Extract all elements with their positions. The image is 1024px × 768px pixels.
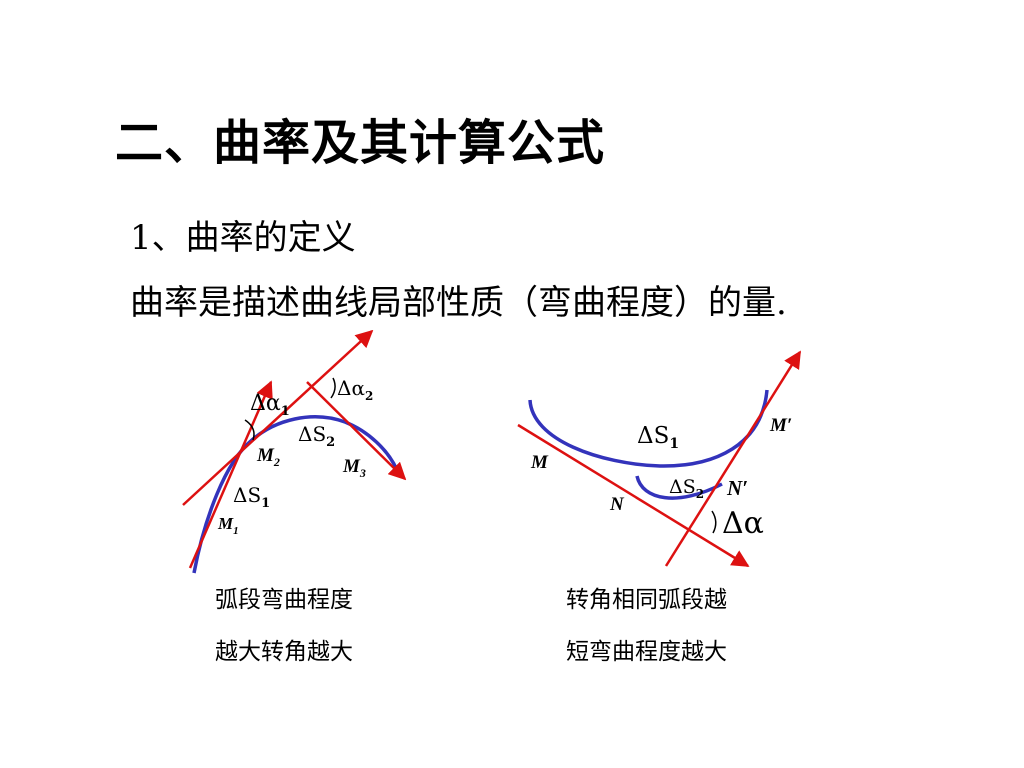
- definition-text: 曲率是描述曲线局部性质（弯曲程度）的量.: [130, 283, 787, 323]
- svg-text:ΔS1: ΔS1: [233, 483, 270, 511]
- svg-text:Δα2: Δα2: [337, 376, 373, 403]
- label-delta-s-1-sub: 1: [261, 496, 270, 511]
- left-caption-line2: 越大转角越大: [215, 639, 353, 665]
- left-caption-line1: 弧段弯曲程度: [215, 587, 353, 613]
- label-m3-sub: 3: [359, 466, 366, 480]
- left-curve: [192, 415, 399, 574]
- label-delta-alpha-1: Δα: [250, 391, 281, 416]
- right-caption-line1: 转角相同弧段越: [566, 587, 727, 613]
- tangent-line-m-n: [517, 423, 750, 568]
- label-delta-s1-sub: 1: [669, 436, 679, 452]
- label-n: N: [609, 494, 625, 515]
- label-m3: M: [342, 456, 361, 477]
- label-delta-alpha-2-sub: 2: [365, 389, 373, 403]
- svg-text:ΔS2: ΔS2: [298, 422, 335, 450]
- label-delta-s1-delta: ΔS: [637, 423, 669, 449]
- svg-text:ΔS2: ΔS2: [669, 476, 704, 501]
- angle-arc-2: [330, 377, 336, 399]
- svg-text:M3: M3: [342, 456, 366, 480]
- label-delta-s2-sub: 2: [696, 487, 704, 501]
- label-delta-alpha-2: Δα: [337, 376, 365, 400]
- label-delta-s-1-delta: ΔS: [233, 483, 261, 507]
- tangent-line-m1: [188, 380, 273, 569]
- section-subheading: 1、曲率的定义: [130, 218, 356, 258]
- tangent-line-m2: [182, 329, 374, 506]
- label-delta-s2-delta: ΔS: [669, 476, 696, 498]
- left-diagram: Δα1 Δα2 ΔS2 M2 M3 ΔS1 M1: [182, 329, 407, 574]
- label-m: M: [530, 452, 549, 473]
- right-caption-line2: 短弯曲程度越大: [566, 639, 727, 665]
- label-delta-s-2-delta: ΔS: [298, 422, 326, 446]
- page-title: 二、曲率及其计算公式: [115, 115, 606, 171]
- svg-text:M2: M2: [256, 445, 280, 469]
- svg-text:Δα1: Δα1: [250, 391, 290, 419]
- angle-arc-right: [711, 510, 717, 534]
- right-small-arc: [635, 475, 723, 500]
- label-delta-s-2-sub: 2: [326, 435, 335, 450]
- label-m-prime: M′: [769, 415, 792, 436]
- right-diagram: ΔS1 M′ M ΔS2 N′ N Δα: [517, 350, 802, 568]
- tangent-line-mprime-nprime: [664, 350, 802, 567]
- label-m2-sub: 2: [273, 455, 280, 469]
- label-n-prime: N′: [726, 476, 748, 500]
- tangent-line-m3: [306, 381, 407, 481]
- label-m2: M: [256, 445, 275, 466]
- angle-arc-1: [244, 419, 255, 441]
- label-m1: M: [217, 514, 234, 533]
- label-delta-alpha-1-sub: 1: [281, 404, 290, 419]
- svg-text:ΔS1: ΔS1: [637, 423, 679, 452]
- label-delta-alpha: Δα: [722, 506, 764, 541]
- label-m1-sub: 1: [233, 525, 239, 537]
- svg-text:M1: M1: [217, 514, 239, 537]
